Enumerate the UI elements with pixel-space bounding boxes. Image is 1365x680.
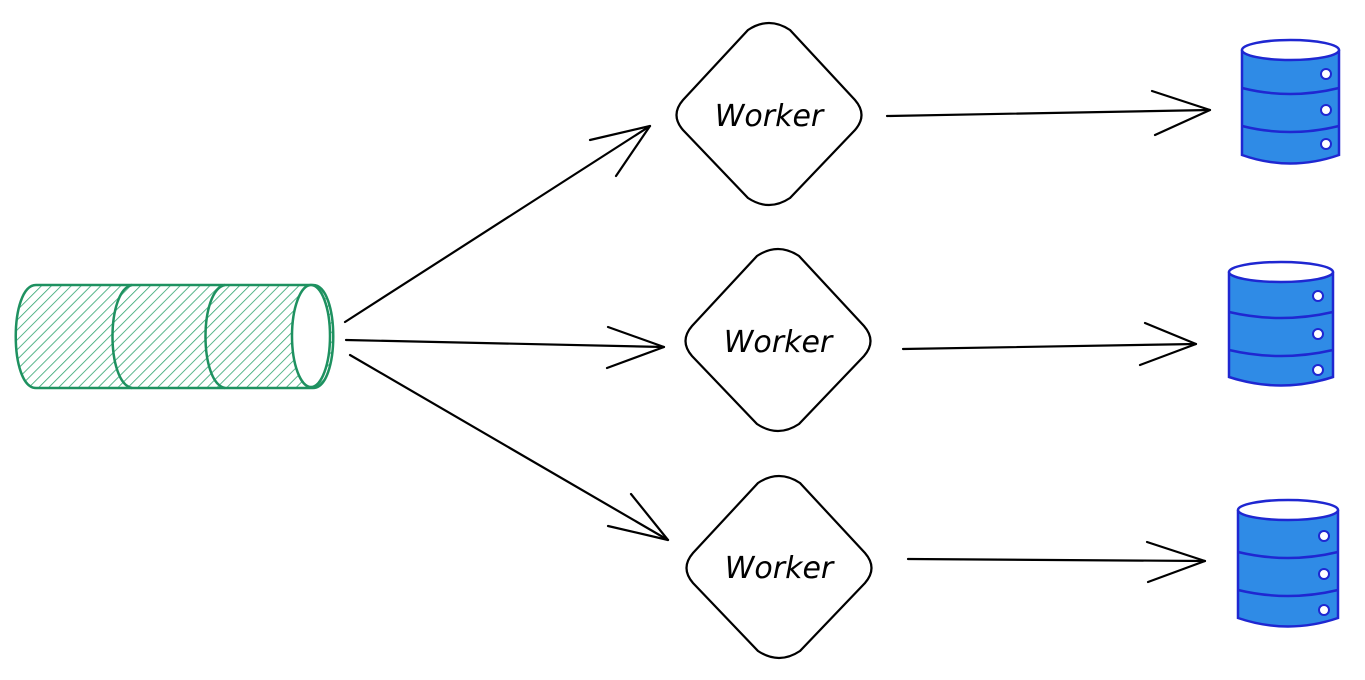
worker-diamond <box>684 247 872 433</box>
arrow-queue-to-worker-2 <box>344 325 666 370</box>
arrow-worker-3-to-database-3 <box>906 540 1207 584</box>
database-icon <box>1227 260 1335 387</box>
worker-label: Worker <box>724 325 834 360</box>
worker-node-2: Worker <box>684 247 872 433</box>
worker-node-1: Worker <box>675 21 863 207</box>
worker-label: Worker <box>715 99 825 134</box>
queue-end-cap <box>290 283 332 389</box>
arrow-worker-1-to-database-1 <box>885 89 1212 137</box>
worker-diamond <box>675 21 863 207</box>
worker-node-3: Worker <box>685 474 873 660</box>
queue-segment-divider <box>111 283 133 390</box>
arrow-queue-to-worker-3 <box>348 353 670 542</box>
queue-body <box>14 283 335 390</box>
arrow-worker-2-to-database-2 <box>901 321 1198 367</box>
worker-diamond <box>685 474 873 660</box>
database-icon <box>1240 38 1341 165</box>
database-icon <box>1236 498 1340 628</box>
queue-segment-divider <box>204 283 226 390</box>
message-queue <box>14 283 335 390</box>
arrow-queue-to-worker-1 <box>343 124 652 324</box>
worker-label: Worker <box>725 551 835 586</box>
